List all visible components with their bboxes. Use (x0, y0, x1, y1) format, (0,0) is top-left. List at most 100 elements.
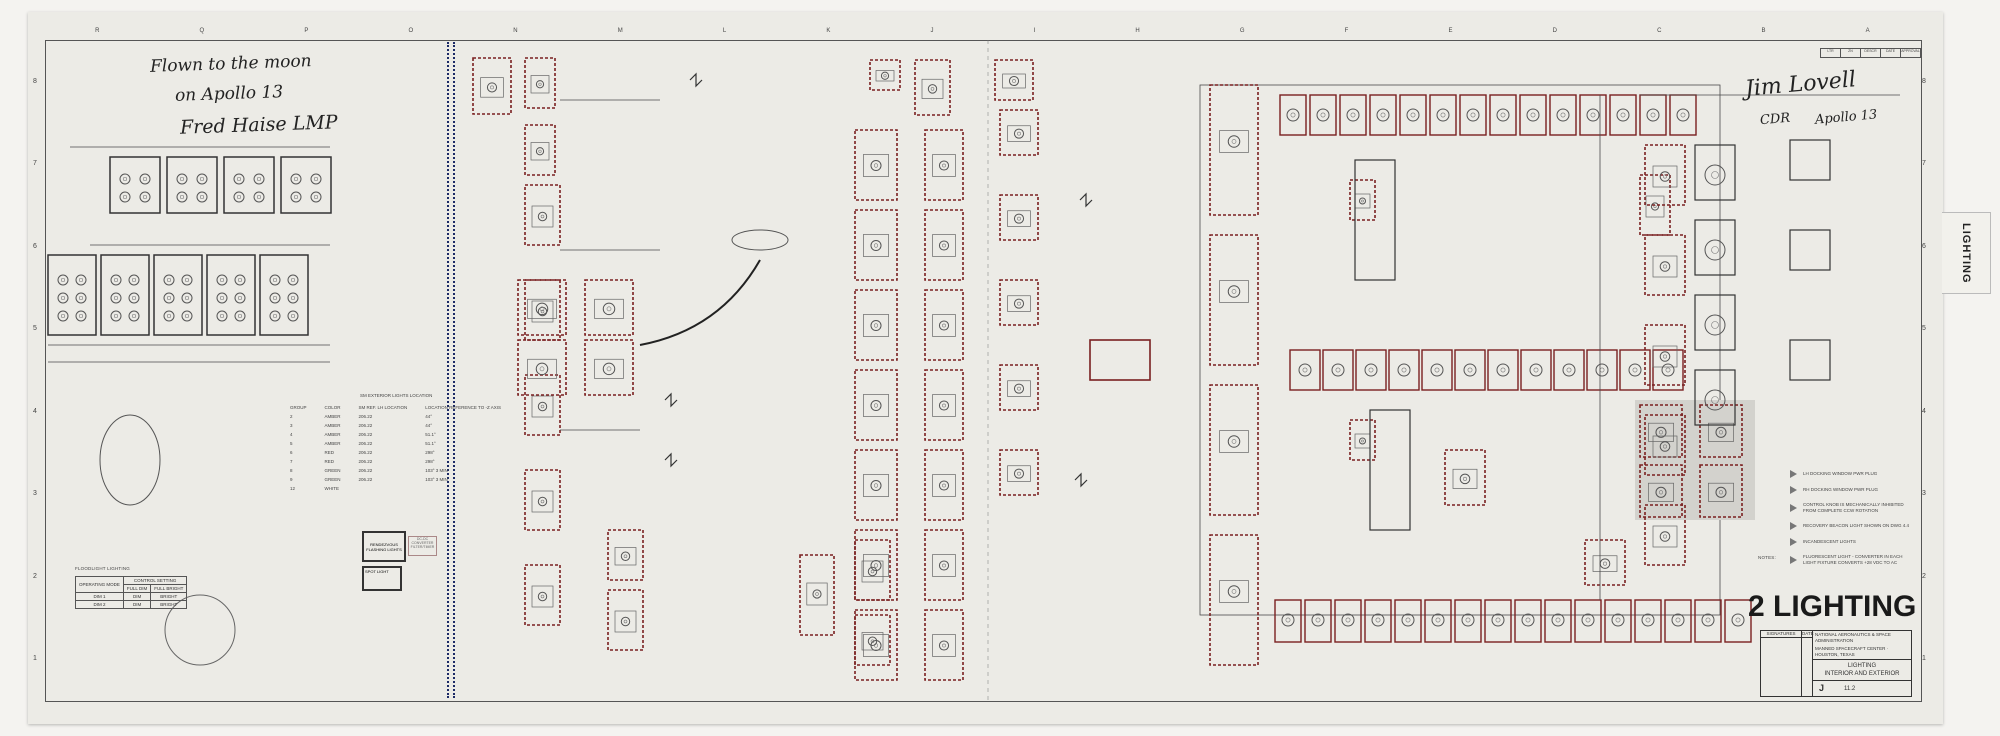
table-cell: AMBER (324, 441, 341, 446)
component-box (1209, 384, 1259, 516)
date-header: DATE (1802, 631, 1814, 638)
table-header: FULL BRIGHT (150, 584, 188, 593)
table-cell: 103° 3 MIN (425, 468, 448, 473)
lamp-icon (119, 191, 131, 203)
component-box (1274, 599, 1302, 643)
lamp-icon (1595, 363, 1609, 377)
switch-icon (921, 78, 944, 99)
lamp-icon (1715, 426, 1727, 438)
lamp-icon (1496, 363, 1510, 377)
lamp-icon (1463, 363, 1477, 377)
component-box (1664, 599, 1692, 643)
component-box (924, 209, 964, 281)
signatures-header: SIGNATURES (1761, 631, 1801, 638)
component-box (1209, 84, 1259, 216)
switch-icon (1452, 468, 1478, 489)
lamp-icon (535, 80, 545, 89)
component-box (924, 129, 964, 201)
lamp-icon (1335, 367, 1341, 373)
lamp-icon (938, 640, 950, 651)
lamp-icon (1599, 558, 1611, 569)
zone-number: 3 (1922, 490, 1926, 498)
lamp-icon (873, 483, 879, 488)
lamp-icon (219, 277, 225, 283)
lamp-icon (196, 191, 208, 203)
table-cell: 12 (290, 486, 296, 491)
component-box (1789, 229, 1831, 271)
lamp-icon (1663, 264, 1667, 269)
lamp-icon (269, 310, 281, 322)
table-cell: DIM (122, 592, 152, 601)
component-box (924, 529, 964, 601)
component-box (854, 369, 898, 441)
section-letter: J (1819, 683, 1825, 693)
lamp-icon (179, 194, 185, 200)
switch-icon (863, 634, 889, 657)
note-item: FLUORESCENT LIGHT - CONVERTER IN EACH LI… (1790, 554, 1913, 566)
lamp-icon (815, 592, 819, 596)
lamp-icon (272, 313, 278, 319)
lamp-icon (216, 274, 228, 286)
switch-icon (594, 298, 624, 319)
lamp-icon (1231, 589, 1237, 594)
lamp-icon (184, 277, 190, 283)
center: MANNED SPACECRAFT CENTER · HOUSTON, TEXA… (1815, 646, 1889, 657)
lamp-icon (873, 243, 879, 248)
switch-icon (531, 205, 554, 228)
lamp-icon (1459, 473, 1471, 485)
lighting-panel (1354, 159, 1396, 281)
component-box (607, 589, 644, 651)
table-cell: 6 (290, 450, 293, 455)
component-box (1454, 599, 1482, 643)
lamp-icon (179, 176, 185, 182)
spacecraft-sketch (99, 414, 161, 506)
switch-icon (1652, 165, 1678, 188)
lamp-icon (1530, 112, 1536, 118)
bus-symbol (1074, 472, 1088, 488)
lamp-icon (1461, 613, 1475, 627)
lamp-icon (1705, 617, 1711, 623)
lamp-icon (1405, 617, 1411, 623)
lamp-icon (216, 292, 228, 304)
lamp-icon (290, 173, 302, 185)
zone-number: 1 (1922, 655, 1926, 663)
lamp-icon (166, 277, 172, 283)
component-box (1209, 234, 1259, 366)
lighting-index-tab[interactable]: LIGHTING (1942, 212, 1991, 294)
zone-letter: G (1239, 28, 1245, 34)
lamp-icon (290, 191, 302, 203)
lamp-icon (57, 274, 69, 286)
zone-letter: C (1657, 28, 1662, 34)
zone-number: 5 (33, 325, 37, 333)
lamp-icon (184, 295, 190, 301)
component-box (1487, 349, 1519, 391)
component-box (524, 469, 561, 531)
lamp-icon (1431, 613, 1445, 627)
lamp-icon (1585, 617, 1591, 623)
component-box (999, 194, 1039, 241)
switch-icon (1219, 430, 1249, 453)
lamp-icon (287, 310, 299, 322)
lamp-icon (812, 589, 822, 599)
table-cell: 103° 3 MIN (425, 477, 448, 482)
table-cell: 44° (425, 414, 433, 419)
lamp-icon (256, 176, 262, 182)
component-box (1544, 599, 1572, 643)
zone-number: 1 (33, 655, 37, 663)
lamp-icon (1603, 561, 1607, 566)
zone-letter: D (1552, 28, 1557, 34)
lamp-icon (1434, 367, 1440, 373)
table-cell: 2 (290, 414, 293, 419)
lamp-icon (535, 302, 549, 316)
lamp-icon (113, 295, 119, 301)
component-box (854, 449, 898, 521)
lamp-icon (1320, 112, 1326, 118)
zone-letter: K (826, 28, 831, 34)
lamp-icon (1436, 108, 1450, 122)
lamp-icon (1711, 171, 1719, 179)
